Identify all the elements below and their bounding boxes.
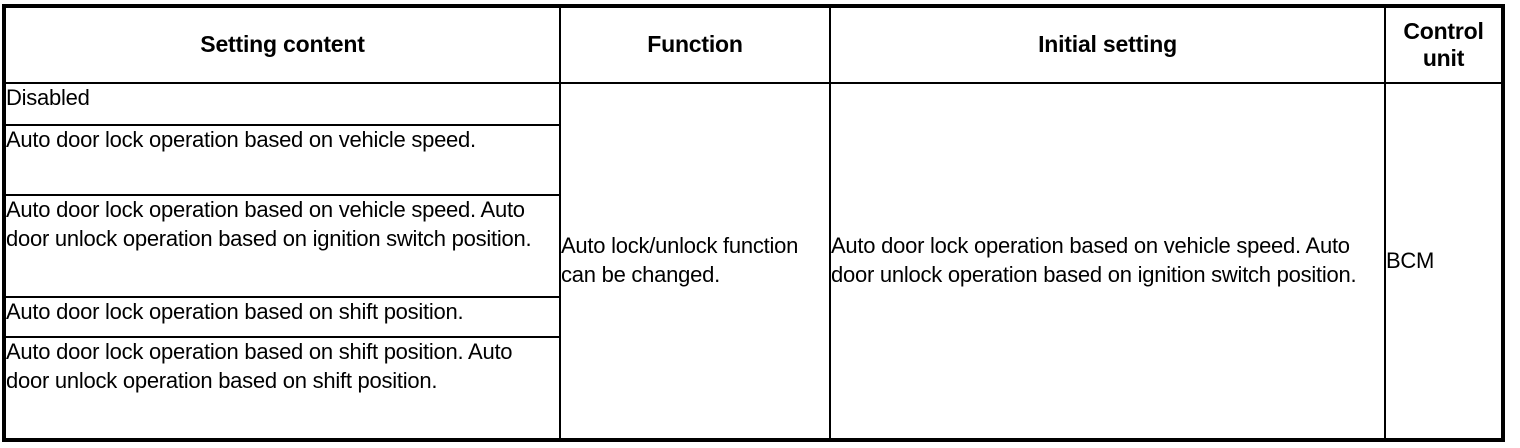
control-unit-cell: BCM [1384, 82, 1504, 441]
column-header-control-unit: Control unit [1384, 5, 1504, 84]
table-body: Disabled Auto lock/unlock function can b… [3, 82, 1504, 441]
table-header: Setting content Function Initial setting… [3, 5, 1504, 84]
table-row: Auto door lock operation based on shift … [3, 296, 1503, 338]
column-header-function: Function [559, 5, 831, 84]
setting-content-cell-5: Auto door lock operation based on shift … [3, 336, 561, 441]
setting-content-cell-1: Disabled [3, 82, 561, 126]
table-row: Auto door lock operation based on vehicl… [3, 194, 1503, 298]
table-row: Auto door lock operation based on shift … [3, 336, 1503, 441]
column-header-control-unit-line1: Control [1403, 17, 1484, 44]
column-header-setting-content: Setting content [3, 5, 561, 84]
initial-setting-cell: Auto door lock operation based on vehicl… [829, 82, 1386, 441]
setting-content-cell-3: Auto door lock operation based on vehicl… [3, 194, 561, 298]
column-header-initial-setting: Initial setting [829, 5, 1386, 84]
function-cell: Auto lock/unlock function can be changed… [559, 82, 831, 441]
setting-content-cell-2: Auto door lock operation based on vehicl… [3, 124, 561, 196]
table-row: Disabled Auto lock/unlock function can b… [3, 82, 1504, 441]
table-header-row: Setting content Function Initial setting… [3, 5, 1504, 84]
setting-content-cell-4: Auto door lock operation based on shift … [3, 296, 561, 338]
table-row: Auto door lock operation based on vehicl… [3, 124, 1503, 196]
settings-specification-table: Setting content Function Initial setting… [2, 4, 1505, 442]
column-header-control-unit-line2: unit [1422, 45, 1465, 71]
